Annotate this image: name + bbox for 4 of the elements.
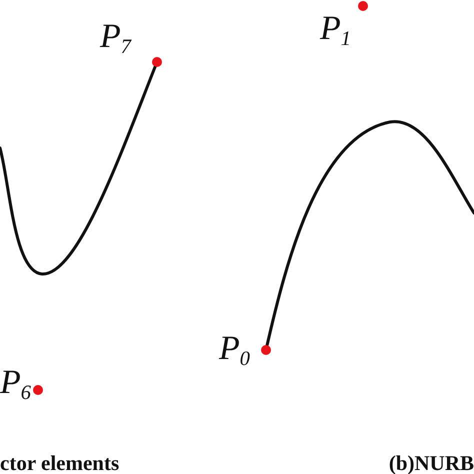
point-label: P$_{0}$	[219, 332, 250, 366]
point-label: P$_{7}$	[100, 20, 131, 54]
point-label: P$_{1}$	[320, 12, 351, 46]
panel-caption: ctor elements	[0, 453, 120, 474]
